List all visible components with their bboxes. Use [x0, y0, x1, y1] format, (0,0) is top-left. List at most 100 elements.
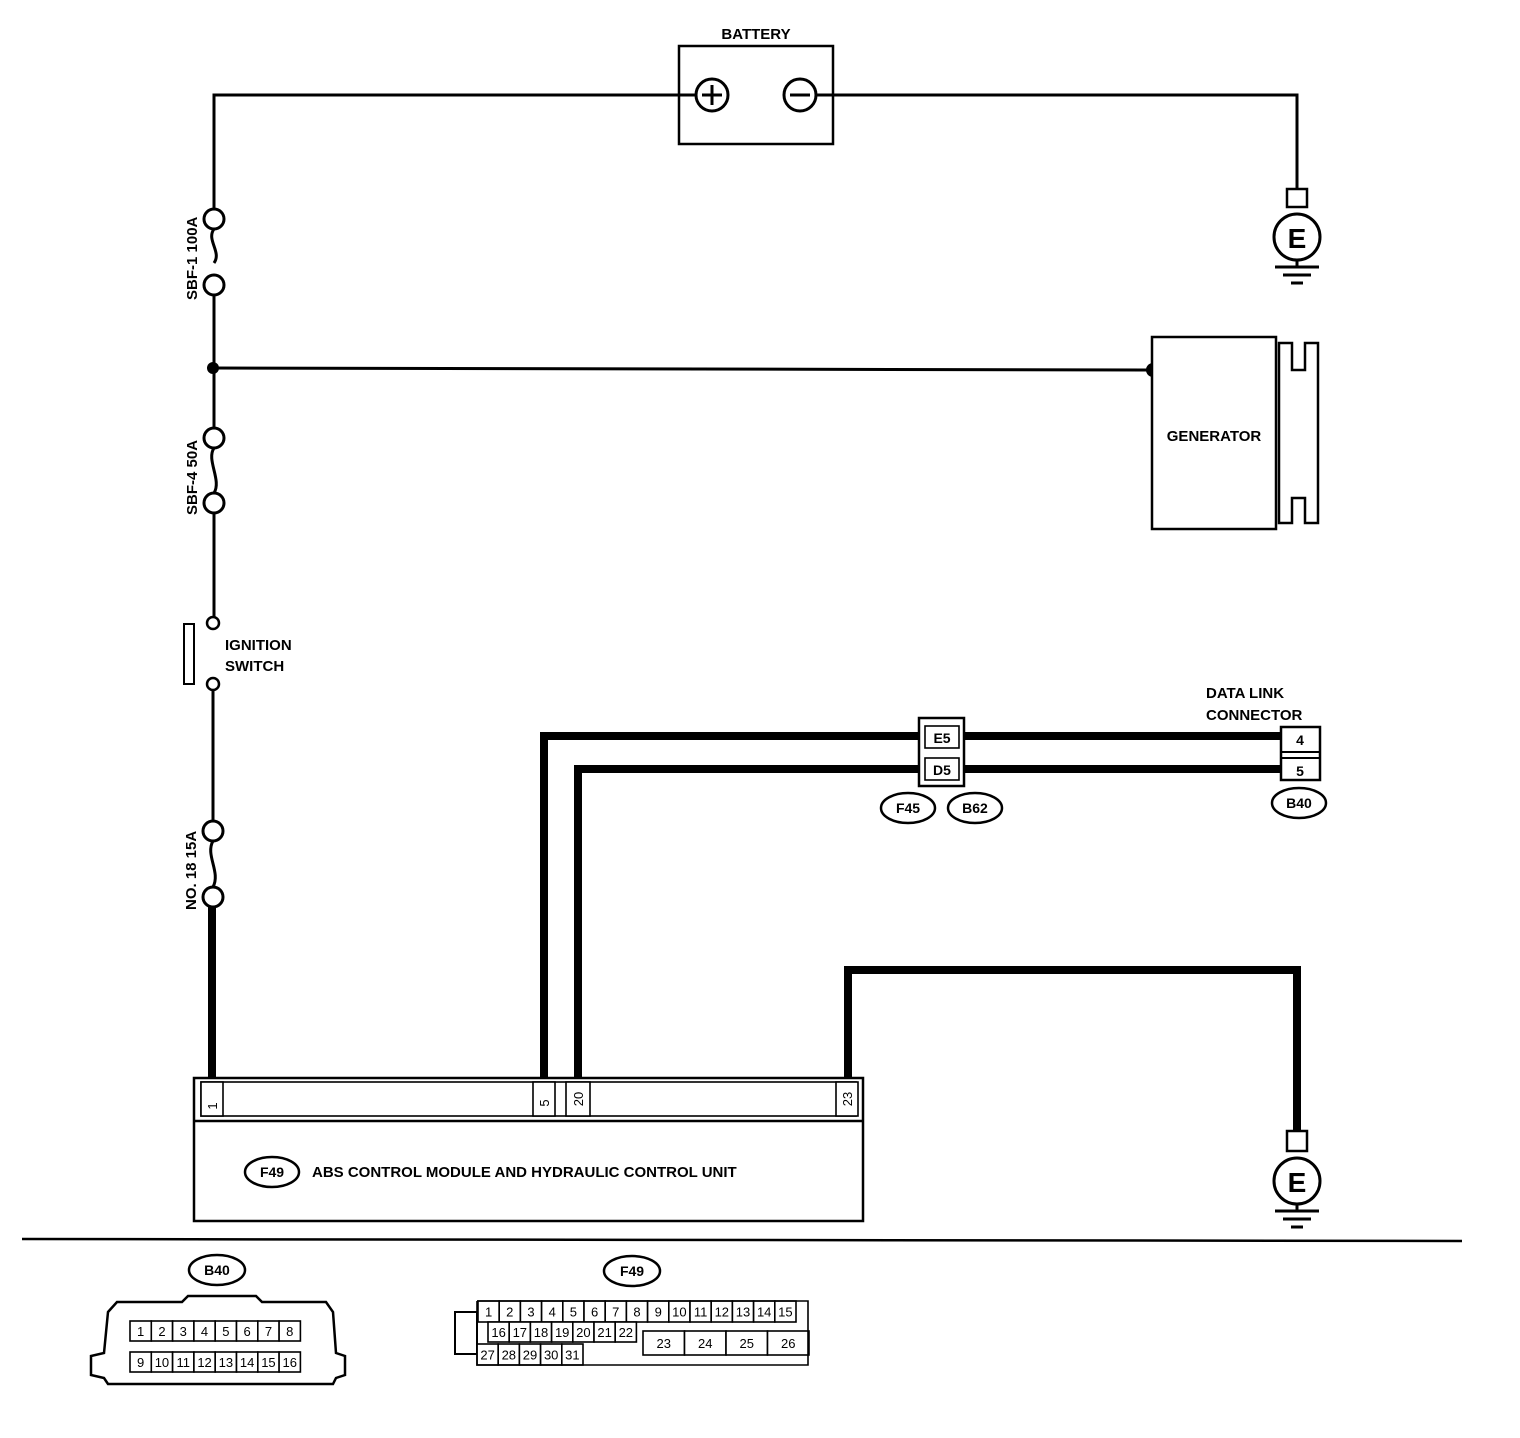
f49-pin-17: 17	[513, 1325, 527, 1340]
f49-pin-1: 1	[485, 1305, 492, 1320]
f49-pin-23-cell	[642, 1330, 686, 1356]
b40-pin-15: 15	[261, 1355, 275, 1370]
f49-pin-8: 8	[633, 1305, 640, 1320]
fuse-sbf4: SBF-4 50A	[184, 426, 226, 515]
f49-pin-24: 24	[698, 1336, 712, 1351]
joint-pin-e5: E5	[933, 730, 950, 746]
battery-positive-wire	[212, 93, 696, 209]
b40-pin-9: 9	[137, 1355, 144, 1370]
f49-pin-22-cell	[614, 1321, 638, 1343]
b40-pin-5: 5	[222, 1324, 229, 1339]
b40-pin-12: 12	[197, 1355, 211, 1370]
f49-pin-16: 16	[491, 1325, 505, 1340]
abs-pin-5: 5	[537, 1099, 552, 1106]
battery-label: BATTERY	[721, 26, 790, 43]
abs-pin-23: 23	[840, 1092, 855, 1106]
ignition-switch: IGNITION SWITCH	[183, 615, 292, 692]
wire-pin20-to-d5	[574, 765, 919, 1078]
f49-pin-25: 25	[740, 1336, 754, 1351]
joint-connector: E5 D5 F45 B62	[879, 716, 1004, 825]
f49-pin-31: 31	[565, 1348, 579, 1363]
f49-pin-15: 15	[778, 1305, 792, 1320]
b40-pin-7: 7	[265, 1324, 272, 1339]
ignition-switch-label-2: SWITCH	[225, 658, 284, 675]
f49-pin-23: 23	[657, 1336, 671, 1351]
ground-wire-pin23	[844, 966, 1301, 1131]
fuse-sbf1: SBF-1 100A	[184, 207, 226, 300]
dlc-pin-5: 5	[1296, 763, 1304, 779]
f49-pin-29: 29	[523, 1348, 537, 1363]
b40-pin-14: 14	[240, 1355, 254, 1370]
abs-control-module: 1 5 20 23 F49 ABS CONTROL MODULE AND HYD…	[192, 1076, 865, 1223]
b40-pin-11: 11	[177, 1355, 191, 1370]
b40-pin-8: 8	[286, 1324, 293, 1339]
f49-pin-26: 26	[781, 1336, 795, 1351]
ground-top: E	[1272, 187, 1322, 285]
connector-b62: B62	[962, 800, 988, 816]
dlc-label-1: DATA LINK	[1206, 685, 1284, 702]
ground-bottom-symbol: E	[1288, 1167, 1307, 1198]
f49-pin-9: 9	[655, 1305, 662, 1320]
f49-pin-26-cell	[766, 1330, 810, 1356]
f49-pin-12: 12	[715, 1305, 729, 1320]
b40-pin-6: 6	[244, 1324, 251, 1339]
connector-f45: F45	[896, 800, 920, 816]
dlc-pin-4: 4	[1296, 732, 1304, 748]
wire-pin5-to-e5	[540, 732, 919, 1078]
f49-pin-14: 14	[757, 1305, 771, 1320]
connector-b40-label: B40	[1286, 795, 1312, 811]
ground-top-symbol: E	[1288, 223, 1307, 254]
f49-pin-21: 21	[597, 1325, 611, 1340]
generator-pulley	[1277, 341, 1320, 525]
generator: GENERATOR	[1150, 335, 1320, 531]
ignition-switch-label-1: IGNITION	[225, 637, 292, 654]
f49-pin-11: 11	[694, 1305, 708, 1320]
b40-pin-10: 10	[155, 1355, 169, 1370]
fuse-sbf1-label: SBF-1 100A	[184, 216, 201, 300]
f49-pin-22: 22	[619, 1325, 633, 1340]
joint-pin-d5: D5	[933, 762, 951, 778]
f49-pin-30: 30	[544, 1348, 558, 1363]
battery: BATTERY	[677, 26, 835, 146]
f49-pin-4: 4	[549, 1305, 556, 1320]
f49-face-outline	[476, 1300, 809, 1366]
ground-bottom: E	[1272, 1129, 1322, 1229]
f49-pin-19: 19	[555, 1325, 569, 1340]
b40-pin-13: 13	[219, 1355, 233, 1370]
b40-pin-4: 4	[201, 1324, 208, 1339]
dlc-label-2: CONNECTOR	[1206, 707, 1303, 724]
f49-pin-13: 13	[736, 1305, 750, 1320]
f49-pin-5: 5	[570, 1305, 577, 1320]
separator-line	[21, 1237, 1463, 1243]
battery-negative-wire	[816, 93, 1299, 189]
f49-pin-28: 28	[502, 1348, 516, 1363]
fuse-sbf4-label: SBF-4 50A	[184, 440, 201, 515]
b40-pin-8-cell	[278, 1320, 302, 1342]
f49-pin-20: 20	[576, 1325, 590, 1340]
f49-pin-7: 7	[612, 1305, 619, 1320]
fuse-no18-label: NO. 18 15A	[183, 831, 200, 910]
b40-face-id: B40	[204, 1262, 230, 1278]
fuse-no18: NO. 18 15A	[183, 819, 225, 910]
b40-pin-16-cell	[278, 1351, 302, 1373]
abs-pin-1: 1	[205, 1102, 220, 1109]
f49-pin-27: 27	[480, 1348, 494, 1363]
f49-pin-25-cell	[725, 1330, 769, 1356]
generator-wire	[212, 366, 1154, 372]
f49-pin-10: 10	[672, 1305, 686, 1320]
abs-pin-20: 20	[571, 1092, 586, 1106]
b40-pin-16: 16	[283, 1355, 297, 1370]
data-link-connector: DATA LINK CONNECTOR 4 5 B40	[1206, 685, 1328, 820]
abs-module-label: ABS CONTROL MODULE AND HYDRAULIC CONTROL…	[312, 1164, 737, 1181]
b40-pin-1: 1	[137, 1324, 144, 1339]
generator-label: GENERATOR	[1167, 428, 1262, 445]
b40-pin-3: 3	[180, 1324, 187, 1339]
b40-pin-2: 2	[158, 1324, 165, 1339]
abs-connector-id: F49	[260, 1164, 284, 1180]
f49-pin-3: 3	[527, 1305, 534, 1320]
f49-face-id: F49	[620, 1263, 644, 1279]
f49-pin-2: 2	[506, 1305, 513, 1320]
